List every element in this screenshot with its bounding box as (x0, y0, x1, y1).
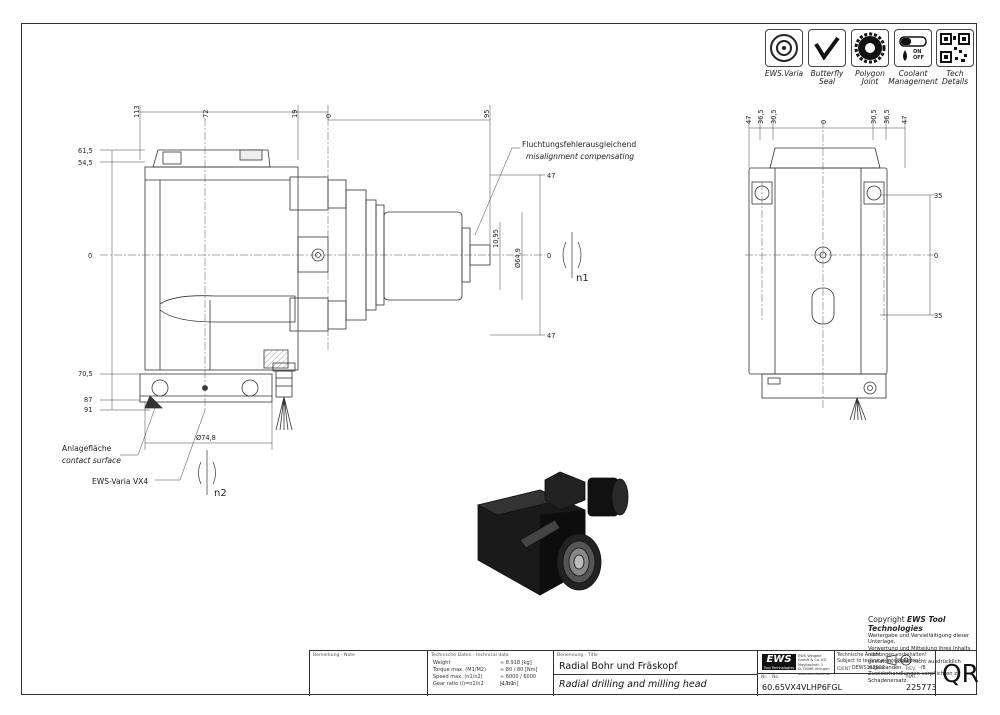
tech-value: ≈ 8.918 [kg] (500, 660, 532, 666)
label-n2: n2 (214, 488, 227, 499)
company-cell: EWS Tool Technologies EWS Weigele GmbH &… (757, 651, 937, 696)
dim-70-5: 70,5 (78, 370, 93, 378)
annotations: Fluchtungsfehlerausgleichend misalignmen… (62, 140, 636, 499)
nr-label: Nr. - No. (761, 675, 780, 680)
butterfly-seal-icon (808, 29, 846, 67)
mat-number: 225773 (906, 683, 937, 692)
ident-label: IDENT (837, 667, 852, 672)
remark-cell: Bemerkung - Note (309, 651, 427, 696)
dim-r-30-5-a: 30,5 (770, 109, 778, 124)
render-3d (476, 471, 629, 596)
dim-19: 19 (291, 110, 299, 118)
feature-icons: EWS.Varia Butterfly Seal Polygon Joint O… (762, 29, 974, 91)
label-n1: n1 (576, 273, 589, 284)
note-varia: EWS-Varia VX4 (92, 477, 148, 486)
dim-47-bottom: 47 (547, 332, 555, 340)
ews-logo: EWS Tool Technologies (762, 654, 796, 670)
tech-data-label: Technische Daten - technical data (431, 653, 509, 658)
rev-value: -/B (919, 666, 926, 671)
copyright-head: Copyright EWS Tool Technologies (868, 615, 946, 633)
polygon-joint-label: Polygon Joint (855, 69, 885, 86)
dim-54-5: 54,5 (78, 159, 93, 167)
dim-0-left: 0 (88, 252, 92, 260)
copyright-line: gestattet, soweit nicht ausdrücklich zug… (868, 658, 961, 672)
title-en: Radial drilling and milling head (559, 679, 707, 690)
dim-61-5: 61,5 (78, 147, 93, 155)
right-dims: 47 36,5 30,5 0 30,5 36,5 47 35 0 35 (745, 109, 942, 320)
note-alignment-de: Fluchtungsfehlerausgleichend (522, 140, 636, 149)
drawing-frame (21, 23, 977, 695)
title-block: Bemerkung - Note Technische Daten - tech… (309, 650, 980, 696)
note-contact-en: contact surface (62, 456, 121, 465)
polygon-joint-icon (851, 29, 889, 67)
copyright-line: Weitergabe und Vervielfältigung dieser U… (868, 633, 970, 646)
qr-mark: QR (942, 659, 980, 688)
right-view (745, 118, 935, 421)
part-number: 60.65VX4VLHP6FGL (762, 683, 843, 692)
tech-key: Speed max. (n1/n2) (433, 674, 483, 680)
dim-0-right: 0 (547, 252, 551, 260)
tech-value: ≈ 1:1 (500, 681, 514, 687)
change-notice: Technische Änderungen vorbehalten! Subje… (837, 653, 927, 664)
note-contact-de: Anlagefläche (62, 444, 112, 453)
dim-r-35-b: 35 (934, 312, 942, 320)
dim-113: 113 (133, 105, 141, 118)
coolant-management-label: Coolant Management (888, 69, 938, 86)
tech-data-cell: Technische Daten - technical data Weight… (427, 651, 553, 696)
dim-87: 87 (84, 396, 92, 404)
title-label: Benennung - Title (557, 653, 598, 658)
rev-label: REV. (906, 667, 917, 672)
dim-r-47-a: 47 (745, 116, 753, 124)
note-alignment-en: misalignment compensating (526, 152, 634, 161)
dim-r-36-5-a: 36,5 (757, 109, 765, 124)
mat-label: MAT. (906, 675, 917, 680)
tech-key: Torque max. (M1/M2) (433, 667, 486, 673)
coolant-management-icon: ON OFF (894, 29, 932, 67)
dim-r-30-5-b: 30,5 (870, 109, 878, 124)
qr-cell: QR (886, 651, 980, 696)
dim-0-top: 0 (325, 114, 333, 118)
dim-72: 72 (202, 110, 210, 118)
coolant-switch-text: ON OFF (913, 49, 925, 61)
ews-varia-icon (765, 29, 803, 67)
dim-dia-74-8: Ø74,8 (196, 434, 216, 442)
left-view (100, 105, 582, 495)
title-de: Radial Bohr und Fräskopf (559, 661, 678, 672)
projection-symbol-icon (886, 654, 912, 666)
tech-value: ≈ 80 / 80 [Nm] (500, 667, 538, 673)
ews-varia-label: EWS.Varia (764, 69, 804, 78)
tech-key: Weight (433, 660, 451, 666)
tech-value: ≈ 6000 / 6000 [1/min] (500, 674, 537, 687)
dim-r-35-a: 35 (934, 192, 942, 200)
tech-details-qr-icon (936, 29, 974, 67)
dim-91: 91 (84, 406, 92, 414)
ident-value: DEWS163922 (852, 666, 885, 671)
remark-label: Bemerkung - Note (313, 653, 355, 658)
dim-r-0-side: 0 (934, 252, 938, 260)
dim-dia-64-9: Ø64,9 (514, 248, 522, 268)
butterfly-seal-label: Butterfly Seal (810, 69, 844, 86)
copyright-line: Zuwiderhandlungen verpflichten zu Schade… (868, 671, 961, 684)
tech-key: Gear ratio (i)=n1/n2 (433, 681, 484, 687)
tech-details-label: Tech Details (941, 69, 968, 86)
dim-r-36-5-b: 36,5 (883, 109, 891, 124)
copyright-line: Verwertung und Mitteilung ihres Inhalts … (868, 645, 971, 659)
dim-r-47-b: 47 (901, 116, 909, 124)
dim-r-0: 0 (820, 120, 828, 124)
copyright-block: Copyright EWS Tool Technologies Weiterga… (868, 615, 976, 684)
dim-47-top: 47 (547, 172, 555, 180)
dim-10-95: 10,95 (492, 229, 500, 248)
left-dims-top: 113 72 19 0 95 (133, 105, 491, 118)
dim-95: 95 (483, 110, 491, 118)
title-cell: Benennung - Title Radial Bohr und Fräsko… (553, 651, 758, 696)
left-dims-side: 61,5 54,5 0 70,5 87 91 47 0 47 10,95 Ø64… (78, 147, 555, 442)
